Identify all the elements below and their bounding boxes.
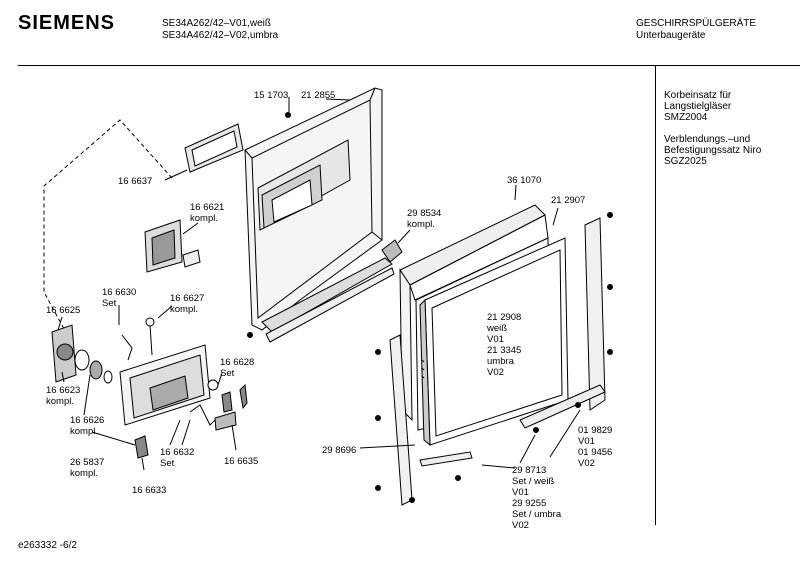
leader-lines [57, 97, 581, 471]
part-label-166621: 16 6621 kompl. [190, 202, 225, 224]
control-cover [144, 219, 201, 273]
notes-divider [655, 65, 656, 525]
brand-logo: SIEMENS [18, 12, 116, 34]
part-label-298696: 29 8696 [322, 445, 357, 456]
part-label-151703: 15 1703 [254, 90, 289, 101]
part-label-166626: 16 6626 kompl. [70, 415, 105, 437]
part-label-166635: 16 6635 [224, 456, 259, 467]
part-label-166627: 16 6627 kompl. [170, 293, 205, 315]
appliance-category: GESCHIRRSPÜLGERÄTE Unterbaugeräte [636, 18, 757, 41]
dispenser-assembly [51, 317, 211, 426]
hinge-rail [261, 239, 403, 343]
part-label-166637: 16 6637 [118, 176, 153, 187]
part-label-166625: 16 6625 [46, 305, 81, 316]
model-numbers: SE34A262/42–V01,weiß SE34A462/42–V02,umb… [162, 18, 279, 41]
part-label-212907: 21 2907 [551, 195, 586, 206]
part-label-166628: 16 6628 Set [220, 357, 255, 379]
part-label-212908: 21 2908 weiß V01 21 3345 umbra V02 [487, 312, 522, 378]
bottom-trim-left [419, 451, 473, 467]
part-label-265837: 26 5837 kompl. [70, 457, 105, 479]
part-label-166630: 16 6630 Set [102, 287, 137, 309]
gasket-frame [184, 123, 244, 173]
accessory-note-panel-kit: Verblendungs.–und Befestigungssatz Niro … [664, 134, 762, 167]
accessory-note-glasses: Korbeinsatz für Langstielgläser SMZ2004 [664, 90, 732, 123]
screw-set [247, 112, 613, 503]
small-parts [134, 379, 248, 459]
part-label-298713: 29 8713 Set / weiß V01 29 9255 Set / umb… [512, 465, 562, 531]
part-label-166633: 16 6633 [132, 485, 167, 496]
header-divider [18, 65, 800, 66]
drawing-code: e263332 -6/2 [18, 540, 77, 551]
part-label-019829: 01 9829 V01 01 9456 V02 [578, 425, 613, 469]
part-label-166632: 16 6632 Set [160, 447, 195, 469]
inner-door-panel [244, 87, 383, 331]
part-label-361070: 36 1070 [507, 175, 542, 186]
assembly-dashed-outline [43, 119, 173, 341]
part-label-212855: 21 2855 [301, 90, 336, 101]
part-label-298534: 29 8534 kompl. [407, 208, 442, 230]
decor-panel [419, 237, 569, 447]
bottom-trim-right [519, 384, 606, 429]
part-label-166623: 16 6623 kompl. [46, 385, 81, 407]
right-side-trim [584, 217, 606, 411]
